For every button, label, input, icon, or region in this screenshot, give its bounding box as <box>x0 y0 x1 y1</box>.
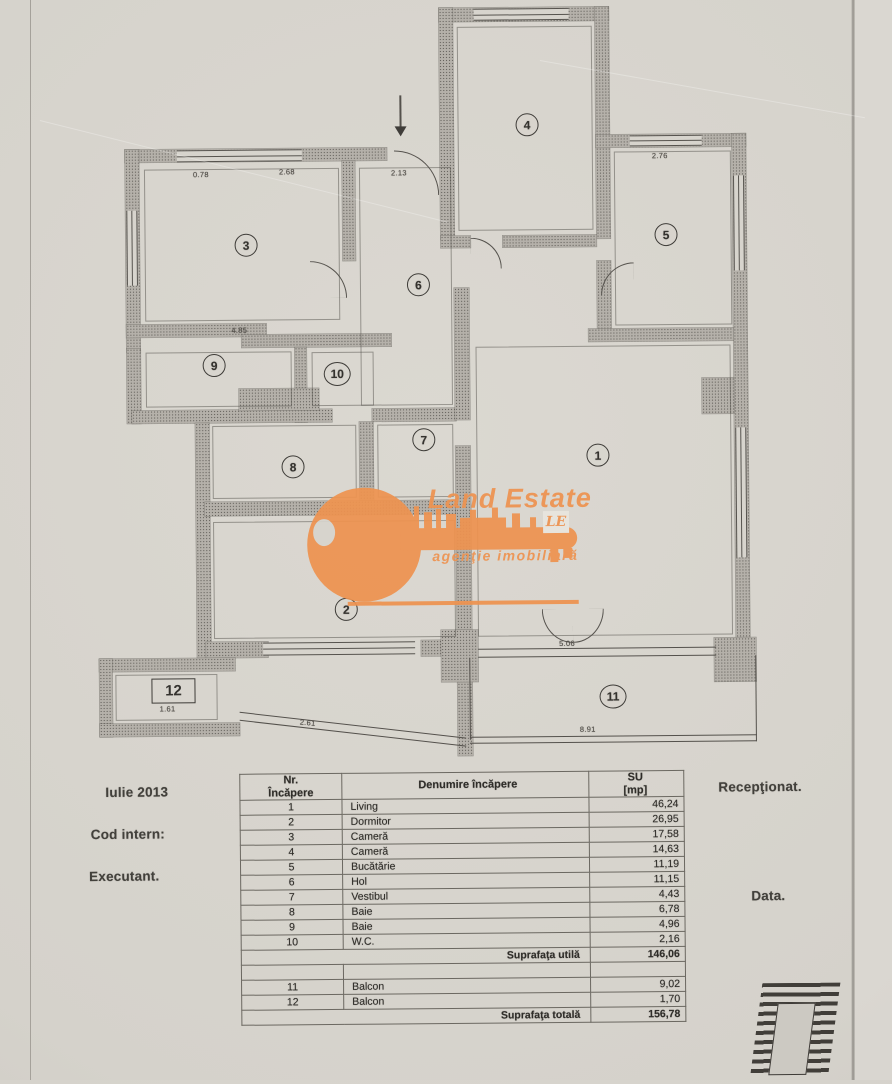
key-hole <box>313 519 335 546</box>
receptionat-label: Recepţionat. <box>718 779 802 795</box>
skyline-icon <box>0 0 887 4</box>
page-edge-left <box>30 0 31 1080</box>
door-stamp-icon <box>751 983 841 1074</box>
total-value: 156,78 <box>591 1007 686 1023</box>
header-su: SU[mp] <box>589 770 684 797</box>
subtotal-value: 146,06 <box>590 947 685 963</box>
logo-wordmark: Land Estate <box>428 483 592 515</box>
logo-underline <box>348 600 579 606</box>
total-label: Suprafaţa totală <box>242 1008 591 1026</box>
logo-tagline: agenţie imobiliară <box>432 547 578 564</box>
page-margin-right <box>855 0 892 1080</box>
header-nr: Nr.Încăpere <box>240 773 342 800</box>
date-label: Iulie 2013 <box>105 784 168 800</box>
le-monogram: LE <box>543 511 569 533</box>
executant-label: Executant. <box>89 869 159 885</box>
table-header-row: Nr.Încăpere Denumire încăpere SU[mp] <box>240 770 684 800</box>
door-shape <box>768 1003 815 1075</box>
data-label: Data. <box>751 888 785 903</box>
total-row: Suprafaţa totală 156,78 <box>242 1007 686 1026</box>
header-denumire: Denumire încăpere <box>342 771 589 799</box>
cod-intern-label: Cod intern: <box>91 826 165 842</box>
